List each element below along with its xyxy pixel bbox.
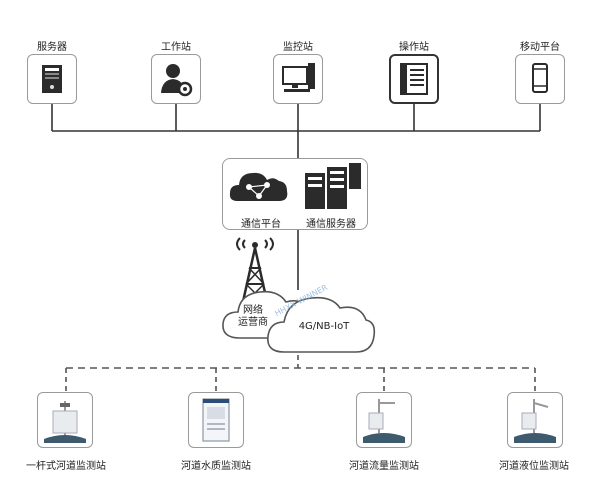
operator-label: 网络 运营商 [238,305,268,328]
monitor-pc-icon [282,63,315,92]
mobile-phone-icon [532,63,548,93]
device-box-operator [389,54,439,104]
level-station-icon [514,399,556,443]
device-label-server: 服务器 [37,42,67,53]
station-label-cabinet: 河道水质监测站 [181,461,251,472]
device-label-operator: 操作站 [399,42,429,53]
station-box-pole [37,392,93,448]
document-panel-icon [400,63,428,95]
protocol-label: 4G/NB-IoT [298,321,350,332]
device-box-server [27,54,77,104]
user-gear-icon [161,64,193,97]
server-rack-icon [305,163,361,209]
platform-label: 通信平台 [241,219,281,230]
device-box-monitor [273,54,323,104]
protocol-cloud [267,296,376,353]
flow-station-icon [363,399,405,443]
device-box-workstation [151,54,201,104]
station-label-flow: 河道流量监测站 [349,461,419,472]
server-tower-icon [42,65,62,93]
station-label-pole: 一杆式河道监测站 [26,461,106,472]
device-label-monitor: 监控站 [283,42,313,53]
device-box-mobile [515,54,565,104]
cabinet-station-icon [202,398,230,442]
device-label-mobile: 移动平台 [520,42,560,53]
cloud-network-icon [229,172,288,201]
network-clouds [222,290,376,353]
station-box-level [507,392,563,448]
device-label-workstation: 工作站 [161,42,191,53]
station-box-flow [356,392,412,448]
station-box-cabinet [188,392,244,448]
server-label: 通信服务器 [306,219,356,230]
pole-station-icon [44,401,86,443]
station-label-level: 河道液位监测站 [499,461,569,472]
communication-center-box: 通信平台 通信服务器 [222,158,368,230]
